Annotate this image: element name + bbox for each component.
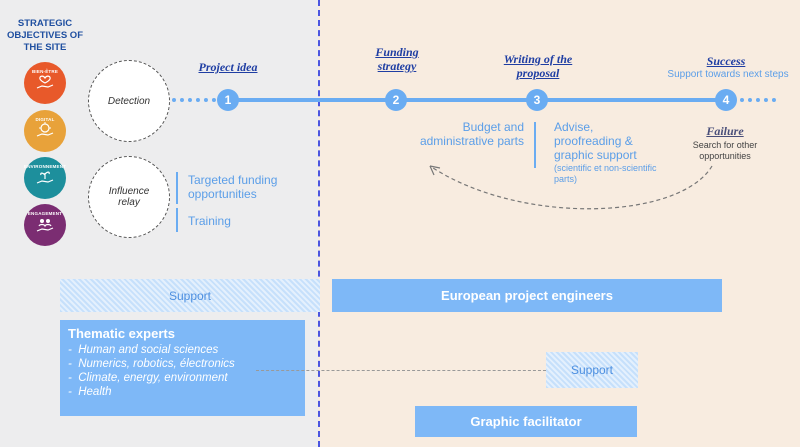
hand-heart-icon xyxy=(36,75,54,89)
step-3-label: Writing of the proposal xyxy=(503,52,573,80)
advise-bar xyxy=(534,122,536,168)
experts-connector xyxy=(256,370,546,371)
influence-bar-1 xyxy=(176,172,178,204)
step-4: 4 xyxy=(715,89,737,111)
expert-item: - Climate, energy, environment xyxy=(68,372,228,384)
step-1-label: Project idea xyxy=(198,60,258,74)
objective-environment: ENVIRONNEMENT xyxy=(24,157,66,199)
hand-plant-icon xyxy=(36,171,54,184)
timeline-line xyxy=(228,98,728,102)
influence-bar-2 xyxy=(176,208,178,232)
european-project-engineers: European project engineers xyxy=(332,279,722,312)
expert-item: - Health xyxy=(68,386,112,398)
objective-digital: DIGITAL xyxy=(24,110,66,152)
expert-item: - Human and social sciences xyxy=(68,344,219,356)
objective-wellbeing: BIEN-ÊTRE xyxy=(24,62,66,104)
support-right: Support xyxy=(546,352,638,388)
failure-label: Failure xyxy=(706,124,744,138)
step-4-label: Success xyxy=(706,54,746,68)
detection-phase: Detection xyxy=(88,60,170,142)
advise-text: Advise, proofreading & graphic support xyxy=(554,120,637,162)
budget-text: Budget and administrative parts xyxy=(419,120,524,148)
support-left: Support xyxy=(60,279,320,312)
influence-item-1: Targeted funding opportunities xyxy=(188,173,278,201)
influence-relay-phase: Influence relay xyxy=(88,156,170,238)
timeline-end-dots xyxy=(740,98,776,102)
step-1: 1 xyxy=(217,89,239,111)
hand-people-icon xyxy=(36,219,54,232)
expert-item: - Numerics, robotics, électronics xyxy=(68,358,235,370)
step-4-sub: Support towards next steps xyxy=(667,69,789,80)
thematic-experts-box: Thematic experts - Human and social scie… xyxy=(60,320,305,416)
thematic-experts-title: Thematic experts xyxy=(68,326,175,341)
failure-sub: Search for other opportunities xyxy=(692,140,758,161)
phase-divider xyxy=(318,0,320,447)
influence-item-2: Training xyxy=(188,214,231,228)
step-3: 3 xyxy=(526,89,548,111)
graphic-facilitator: Graphic facilitator xyxy=(415,406,637,437)
objectives-title: STRATEGIC OBJECTIVES OF THE SITE xyxy=(6,18,83,53)
step-2-label: Funding strategy xyxy=(375,45,419,73)
timeline-start-dots xyxy=(172,98,224,102)
step-2: 2 xyxy=(385,89,407,111)
hand-circuit-icon xyxy=(36,122,54,137)
objective-engagement: ENGAGEMENT xyxy=(24,204,66,246)
advise-note: (scientific et non-scientific parts) xyxy=(554,163,657,184)
